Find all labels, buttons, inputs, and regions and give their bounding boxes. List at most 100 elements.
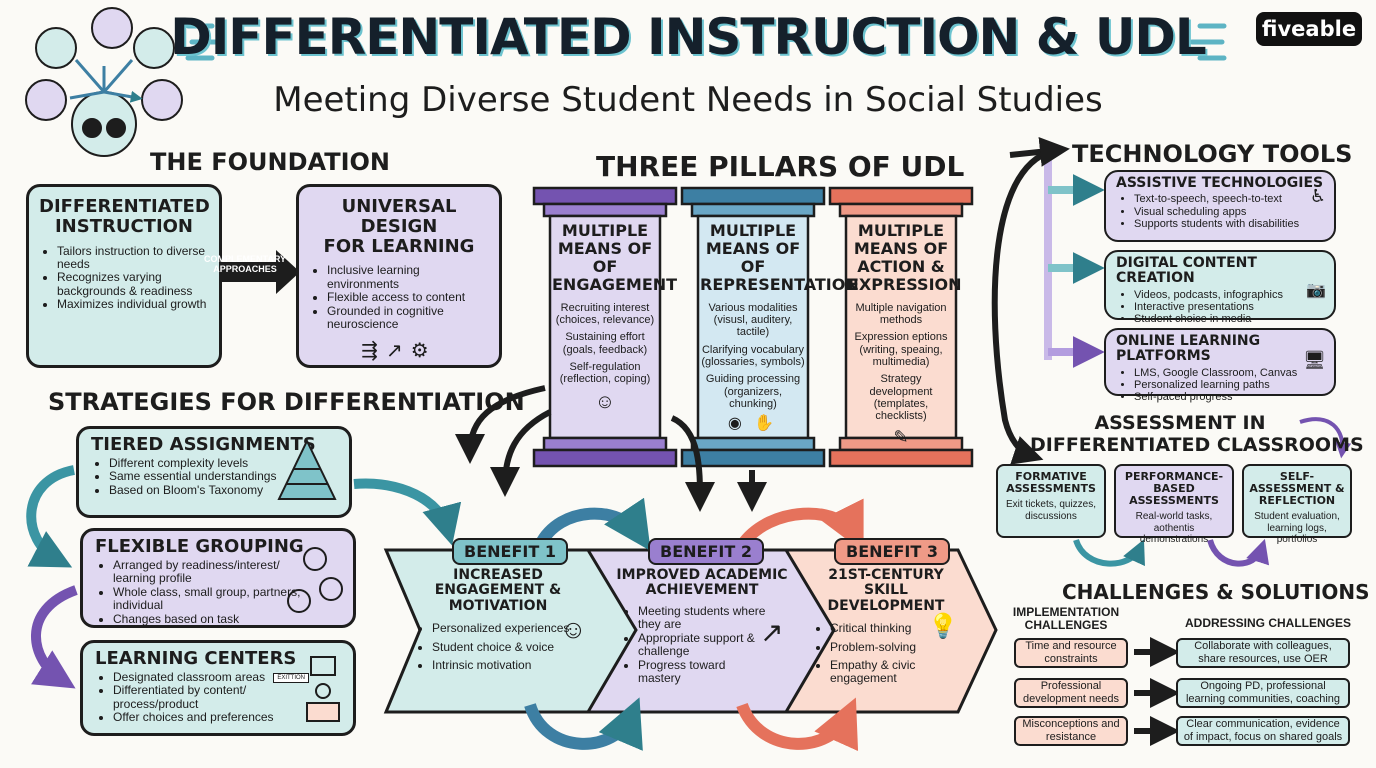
online-item: LMS, Google Classroom, Canvas: [1134, 367, 1324, 379]
self-assessment-text: Student evaluation, learning logs, portf…: [1254, 511, 1340, 546]
challenge-1: Time and resource constraints: [1014, 638, 1128, 668]
brain-icon: ⚙: [410, 339, 437, 362]
assistive-card: ASSISTIVE TECHNOLOGIES Text-to-speech, s…: [1104, 170, 1336, 242]
udl-card: UNIVERSAL DESIGN FOR LEARNING Inclusive …: [296, 184, 502, 368]
udl-item: Inclusive learning environments: [327, 264, 489, 291]
centers-item: Differentiated by content/ process/produ…: [113, 684, 303, 711]
assessment-heading: ASSESSMENT IN DIFFERENTIATED CLASSROOMS: [1030, 412, 1364, 456]
di-title-line2: INSTRUCTION: [54, 215, 194, 237]
pillars-heading: THREE PILLARS OF UDL: [596, 150, 965, 183]
udl-title-line2: FOR LEARNING: [323, 235, 475, 257]
benefit-2-badge: BENEFIT 2: [648, 538, 764, 565]
solution-3: Clear communication, evidence of impact,…: [1176, 716, 1350, 746]
assistive-item: Visual scheduling apps: [1134, 206, 1324, 218]
idea-student-icon: ☺: [560, 614, 587, 644]
pillar-engagement-shape: [532, 186, 678, 468]
center-sign: EXITTION: [273, 673, 309, 683]
camera-mic-icon: 📷: [1306, 282, 1326, 299]
senses-icon: ◉ ✋: [727, 415, 779, 433]
complementary-line2: APPROACHES: [213, 263, 277, 274]
tiered-item: Based on Bloom's Taxonomy: [109, 483, 337, 497]
benefit-item: Problem-solving: [830, 640, 942, 654]
pillar-line: Multiple navigation methods: [855, 301, 947, 326]
pencil-icon: ✎: [893, 427, 909, 448]
grouping-item: Whole class, small group, partners, indi…: [113, 585, 303, 613]
di-item: Recognizes varying backgrounds & readine…: [57, 271, 209, 298]
pillar-line: Expression eptions (writing, speaing, mu…: [854, 331, 948, 368]
centers-item: Designated classroom areas: [113, 670, 303, 684]
benefit-2: IMPROVED ACADEMIC ACHIEVEMENT Meeting st…: [612, 567, 792, 686]
complementary-arrow: [186, 250, 300, 294]
page-title: DIFFERENTIATED INSTRUCTION & UDL: [170, 8, 1207, 66]
solution-2: Ongoing PD, professional learning commun…: [1176, 678, 1350, 708]
centers-card: LEARNING CENTERS Designated classroom ar…: [80, 640, 356, 736]
tech-heading: TECHNOLOGY TOOLS: [1072, 140, 1353, 168]
grouping-item: Arranged by readiness/interest/ learning…: [113, 558, 303, 586]
digital-title: DIGITAL CONTENT CREATION: [1116, 255, 1257, 287]
foundation-heading: THE FOUNDATION: [150, 148, 390, 176]
benefit-3-shape: [783, 548, 998, 714]
strategies-heading: STRATEGIES FOR DIFFERENTIATION: [48, 388, 525, 416]
challenges-left-heading-line1: IMPLEMENTATION: [1012, 605, 1120, 619]
pillar-engagement: MULTIPLE MEANS OF OF ENGAGEMENT Recruiti…: [552, 222, 677, 413]
challenges-heading: CHALLENGES & SOLUTIONS: [1062, 580, 1370, 604]
hub-illustration: [25, 7, 183, 157]
assistive-item: Text-to-speech, speech-to-text: [1134, 193, 1324, 205]
online-item: Self-paced progress: [1134, 391, 1324, 403]
digital-item: Videos, podcasts, infographics: [1134, 289, 1324, 301]
di-item: Maximizes individual growth: [57, 297, 209, 311]
di-card: DIFFERENTIATED INSTRUCTION Tailors instr…: [26, 184, 222, 368]
assistive-title: ASSISTIVE TECHNOLOGIES: [1116, 175, 1324, 191]
pillar-action: MULTIPLE MEANS OF ACTION & EXPRESSION Mu…: [848, 222, 962, 448]
solution-1: Collaborate with colleagues, share resou…: [1176, 638, 1350, 668]
online-card: ONLINE LEARNING PLATFORMS LMS, Google Cl…: [1104, 328, 1336, 403]
tiered-item: Same essential understandings: [109, 469, 337, 483]
title-dashes-right: [1189, 23, 1227, 61]
di-item: Tailors instruction to diverse needs: [57, 244, 209, 272]
benefit-item: Meeting students where they are: [638, 604, 768, 632]
benefit-item: Progress toward mastery: [638, 658, 768, 686]
assessment-heading-line2: DIFFERENTIATED CLASSROOMS: [1030, 434, 1364, 456]
benefit-1-title: INCREASED ENGAGEMENT & MOTIVATION: [434, 567, 562, 614]
digital-item: Interactive presentations: [1134, 301, 1324, 313]
udl-item: Flexible access to content: [327, 290, 489, 304]
benefit-3-title: 21ST-CENTURY SKILL DEVELOPMENT: [827, 567, 945, 614]
grouping-title: FLEXIBLE GROUPING: [95, 536, 304, 557]
grouping-item: Changes based on task: [113, 612, 303, 626]
pillar-line: Self-regulation (reflection, coping): [559, 360, 651, 386]
tiered-card: TIERED ASSIGNMENTS Different complexity …: [76, 426, 352, 518]
digital-item: Student choice in media: [1134, 313, 1324, 325]
benefit-item: Personalized experiences: [432, 621, 572, 635]
formative-text: Exit tickets, quizzes, discussions: [1005, 499, 1097, 522]
title-dashes-left: [185, 23, 223, 61]
pillar-line: Various modalities (visusl, auditery, ta…: [708, 301, 798, 339]
pyramid-icon: [277, 439, 337, 500]
pillar-representation-shape: [680, 186, 826, 468]
challenges-left-heading-line2: CHALLENGES: [1024, 618, 1108, 633]
self-assessment-card: SELF-ASSESSMENT & REFLECTION Student eva…: [1242, 464, 1352, 545]
formative-title: FORMATIVE ASSESSMENTS: [1006, 470, 1096, 496]
pillar-line: Sustaining effort (goals, feedback): [562, 331, 648, 356]
assistive-item: Supports students with disabilities: [1134, 218, 1324, 230]
groups-icon: [287, 547, 343, 613]
online-item: Personalized learning paths: [1134, 379, 1324, 391]
benefit-item: Empathy & civic engagement: [830, 658, 942, 686]
self-assessment-title: SELF-ASSESSMENT & REFLECTION: [1249, 470, 1345, 508]
udl-icons: ⇶↗⚙: [309, 338, 489, 363]
brand-logo[interactable]: fiveable: [1256, 12, 1362, 46]
complementary-line1: COMPLEMENTARY: [204, 254, 286, 264]
accessibility-icon: ♿: [1309, 186, 1326, 206]
pillar-line: Strategy development (templates, checkli…: [869, 373, 933, 423]
benefit-item: Student choice & voice: [432, 640, 572, 654]
pillar-representation: MULTIPLE MEANS OF OF REPRESENTATION Vari…: [700, 222, 859, 433]
digital-card: DIGITAL CONTENT CREATION Videos, podcast…: [1104, 250, 1336, 325]
student-icon: ☺: [594, 390, 616, 413]
benefit-item: Appropriate support & challenge: [638, 631, 768, 659]
brand-text: fiveable: [1261, 17, 1357, 41]
arrows-icon: ⇶: [361, 339, 387, 362]
tiered-title: TIERED ASSIGNMENTS: [91, 434, 316, 455]
challenge-2: Professional development needs: [1014, 678, 1128, 708]
centers-item: Offer choices and preferences: [113, 710, 303, 724]
computer-icon: 🖥: [1303, 350, 1326, 370]
